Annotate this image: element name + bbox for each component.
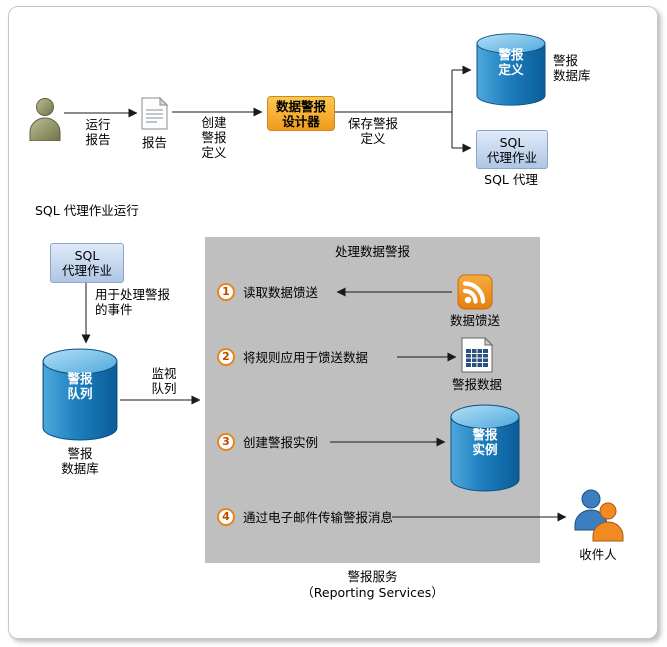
create-alert-definition-arrow-label: 创建 警报 定义 bbox=[201, 115, 227, 160]
sql-agent-job-box-top: SQL 代理作业 bbox=[476, 130, 548, 169]
user-person-icon bbox=[29, 98, 61, 141]
save-alert-definition-arrow-label: 保存警报 定义 bbox=[347, 116, 398, 146]
monitor-queue-arrow-label: 监视 队列 bbox=[151, 366, 177, 396]
recipients-people-icon bbox=[574, 489, 624, 542]
alert-data-caption: 警报数据 bbox=[451, 377, 502, 392]
data-alert-designer-box: 数据警报 设计器 bbox=[267, 96, 335, 131]
step-2-number: 2 bbox=[217, 348, 235, 366]
alert-database-caption-left: 警报 数据库 bbox=[61, 446, 99, 476]
sql-agent-job-box-left: SQL 代理作业 bbox=[50, 243, 124, 283]
reporting-services-caption: （Reporting Services） bbox=[301, 585, 444, 600]
step-2-text: 将规则应用于馈送数据 bbox=[243, 350, 369, 365]
alert-definition-label: 警报 定义 bbox=[498, 47, 524, 77]
process-alert-event-arrow-label: 用于处理警报 的事件 bbox=[95, 287, 171, 317]
step-4-number: 4 bbox=[217, 508, 235, 526]
alert-instance-cylinder bbox=[450, 404, 520, 492]
report-document-icon bbox=[141, 97, 168, 130]
alerting-service-caption: 警报服务 bbox=[347, 569, 398, 584]
alert-database-caption-top: 警报 数据库 bbox=[553, 53, 591, 83]
sql-agent-job-run-heading: SQL 代理作业运行 bbox=[35, 203, 139, 218]
panel-title: 处理数据警报 bbox=[334, 244, 410, 259]
alert-data-grid-icon bbox=[461, 337, 493, 373]
data-feed-caption: 数据馈送 bbox=[449, 313, 500, 328]
report-caption: 报告 bbox=[141, 135, 167, 150]
step-4-text: 通过电子邮件传输警报消息 bbox=[243, 510, 394, 525]
step-3-number: 3 bbox=[217, 433, 235, 451]
rss-feed-icon bbox=[457, 274, 493, 310]
sql-agent-caption: SQL 代理 bbox=[484, 172, 538, 187]
step-3-text: 创建警报实例 bbox=[243, 435, 319, 450]
alert-instance-label: 警报 实例 bbox=[472, 427, 498, 457]
alert-queue-label: 警报 队列 bbox=[67, 371, 93, 401]
run-report-arrow-label: 运行 报告 bbox=[85, 117, 111, 147]
alert-queue-database-cylinder bbox=[42, 348, 118, 441]
alert-definition-database-cylinder bbox=[476, 33, 546, 106]
recipients-caption: 收件人 bbox=[579, 547, 617, 562]
step-1-text: 读取数据馈送 bbox=[243, 285, 319, 300]
step-1-number: 1 bbox=[217, 283, 235, 301]
